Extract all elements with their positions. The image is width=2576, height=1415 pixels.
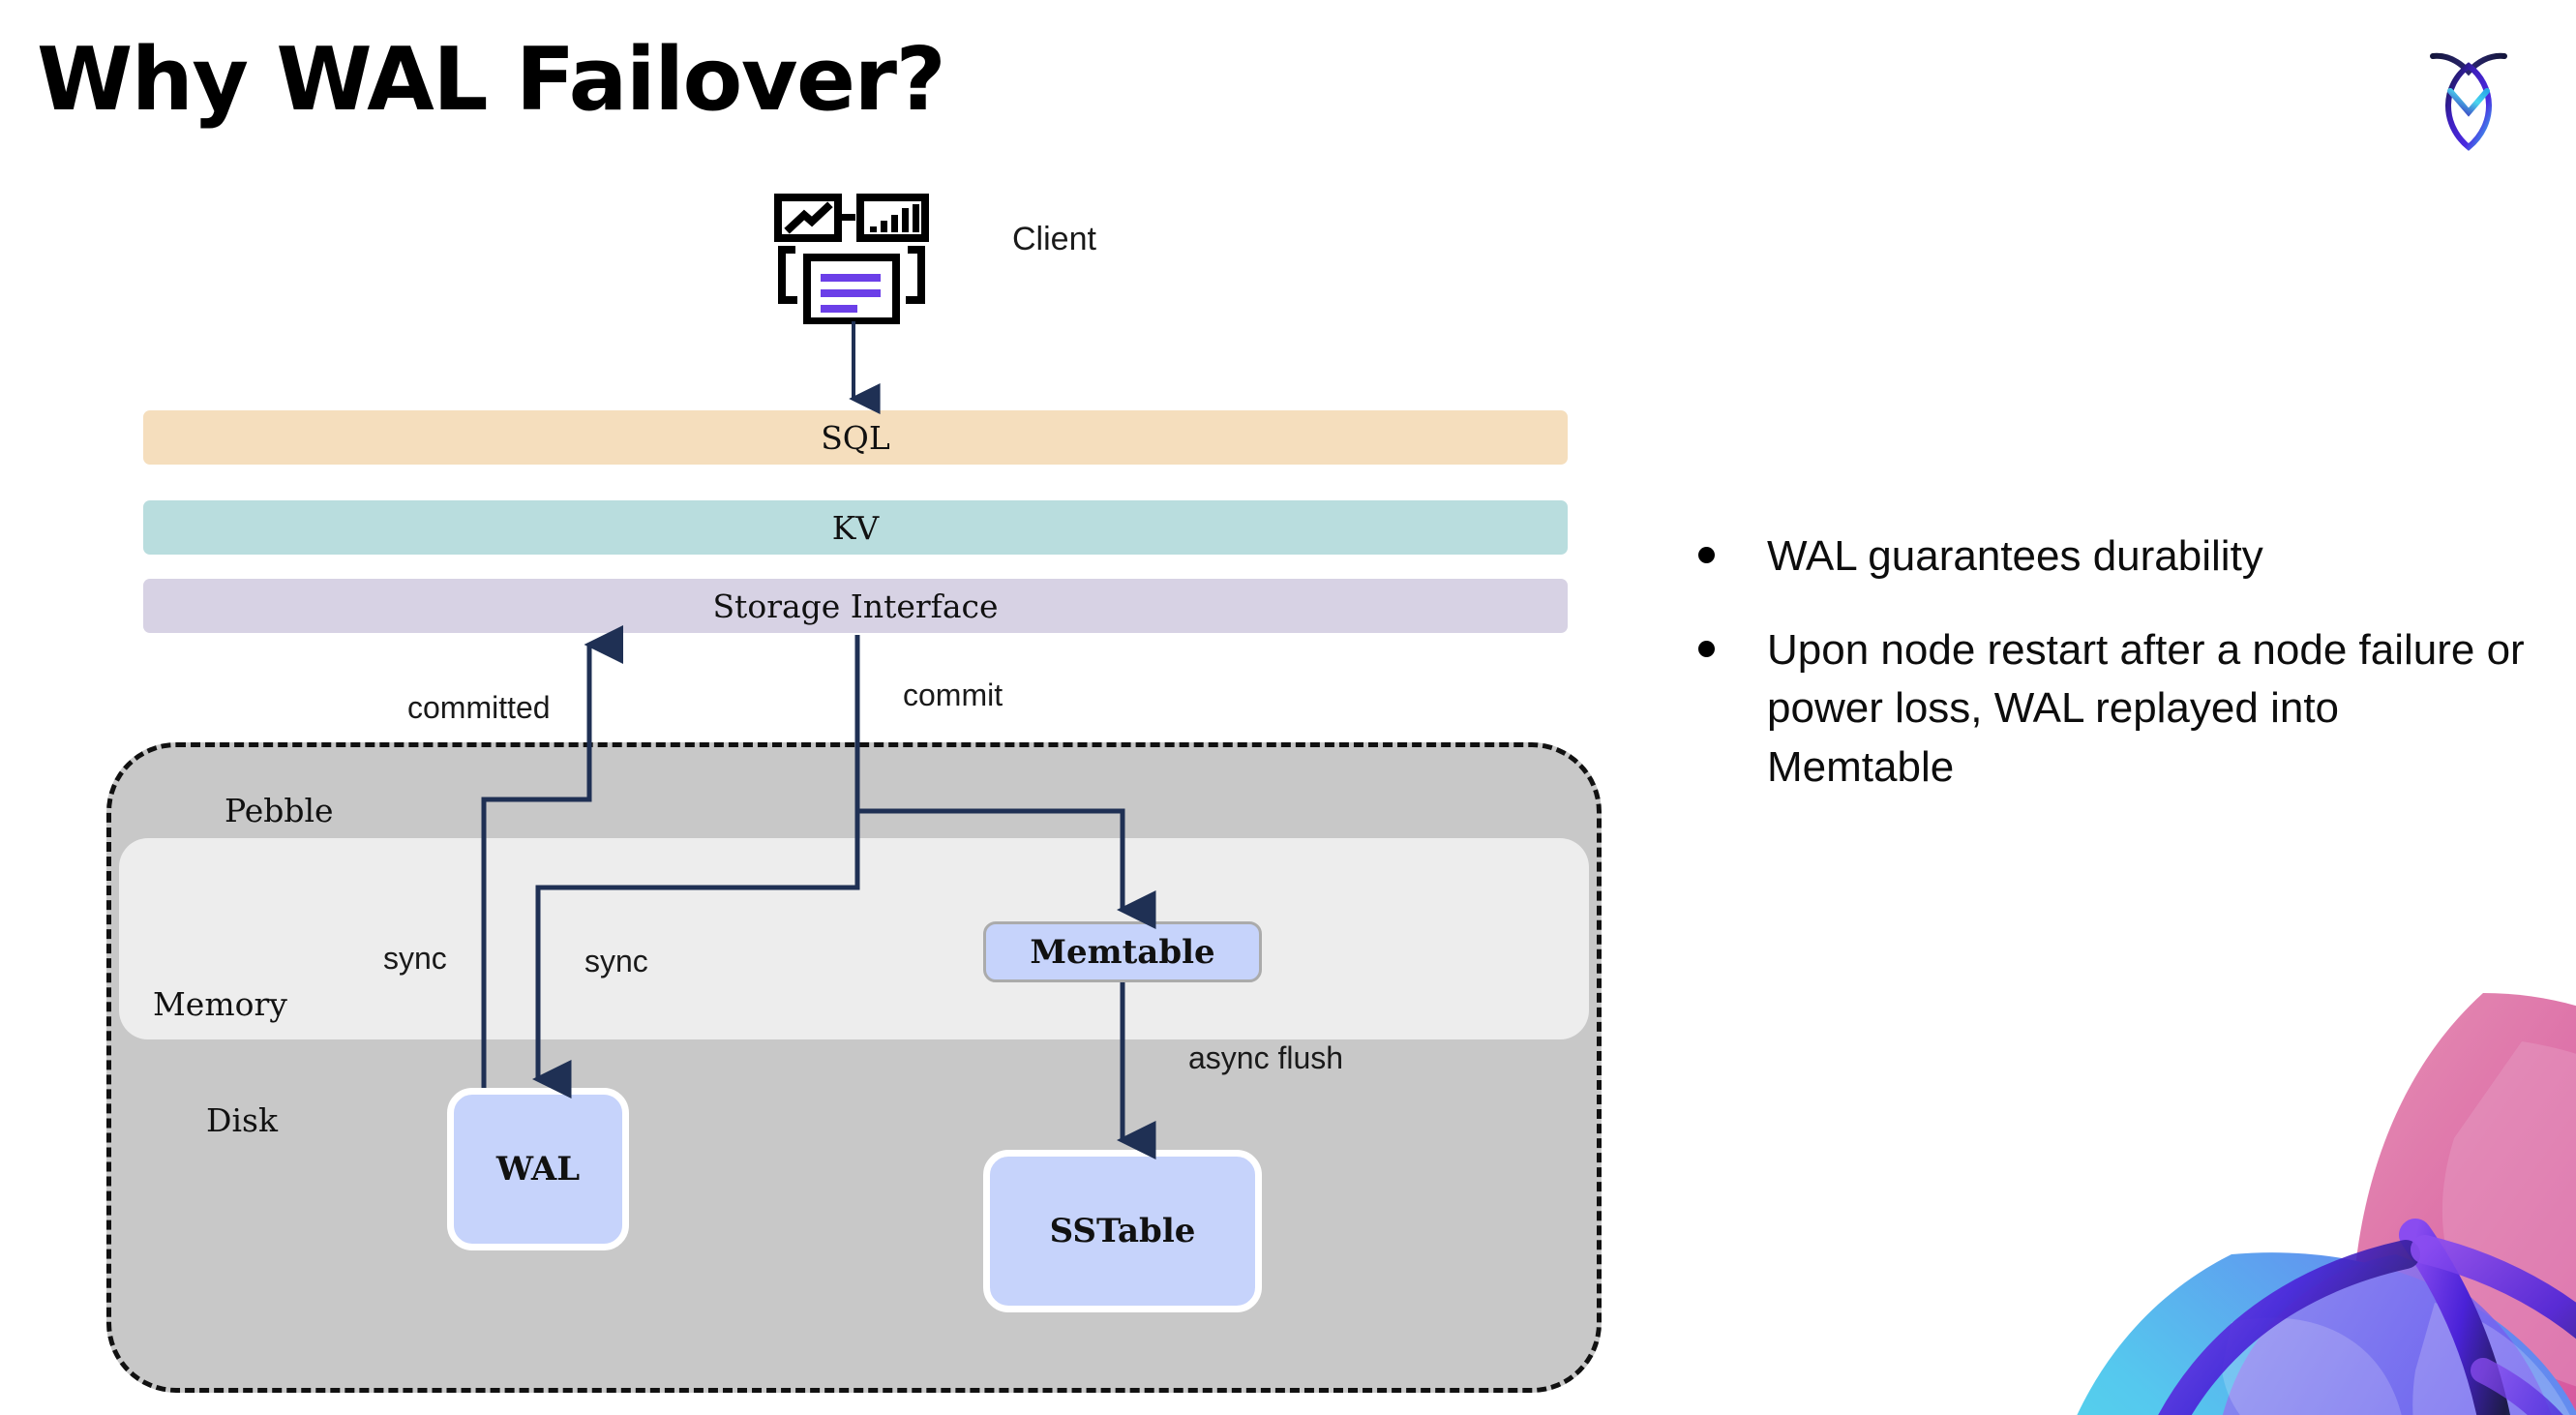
disk-label: Disk (206, 1101, 278, 1139)
node-wal: WAL (447, 1088, 629, 1250)
bullet-dot-icon (1698, 640, 1715, 657)
node-memtable-label: Memtable (1030, 932, 1215, 972)
edge-label-committed: committed (407, 690, 551, 725)
cockroach-logo-icon (2430, 52, 2507, 151)
bullet-dot-icon (1698, 547, 1715, 563)
node-sstable-label: SSTable (1049, 1212, 1196, 1250)
memory-label: Memory (153, 985, 287, 1023)
page-title: Why WAL Failover? (37, 29, 946, 131)
memory-region (119, 838, 1589, 1039)
bullet-text: WAL guarantees durability (1767, 532, 2263, 580)
bullet-text: Upon node restart after a node failure o… (1767, 625, 2525, 792)
edge-label-async-flush: async flush (1188, 1040, 1344, 1075)
cockroach-logo-decor-icon (2077, 993, 2576, 1415)
edge-label-sync-1: sync (383, 941, 447, 976)
pebble-label: Pebble (225, 792, 334, 829)
node-sstable: SSTable (983, 1150, 1262, 1312)
layer-bar-kv: KV (143, 500, 1568, 555)
client-dashboard-icon (774, 194, 929, 324)
node-memtable: Memtable (983, 921, 1262, 982)
bullet-item: Upon node restart after a node failure o… (1698, 621, 2531, 798)
layer-bar-sql-label: SQL (821, 418, 890, 457)
bullet-item: WAL guarantees durability (1698, 527, 2531, 587)
client-label: Client (1012, 221, 1096, 257)
edge-label-sync-2: sync (584, 944, 648, 978)
layer-bar-kv-label: KV (831, 508, 880, 547)
layer-bar-storage-interface-label: Storage Interface (712, 587, 999, 625)
bullet-list: WAL guarantees durability Upon node rest… (1698, 527, 2531, 832)
layer-bar-storage-interface: Storage Interface (143, 579, 1568, 633)
node-wal-label: WAL (495, 1150, 581, 1189)
edge-label-commit: commit (903, 677, 1003, 712)
layer-bar-sql: SQL (143, 410, 1568, 465)
